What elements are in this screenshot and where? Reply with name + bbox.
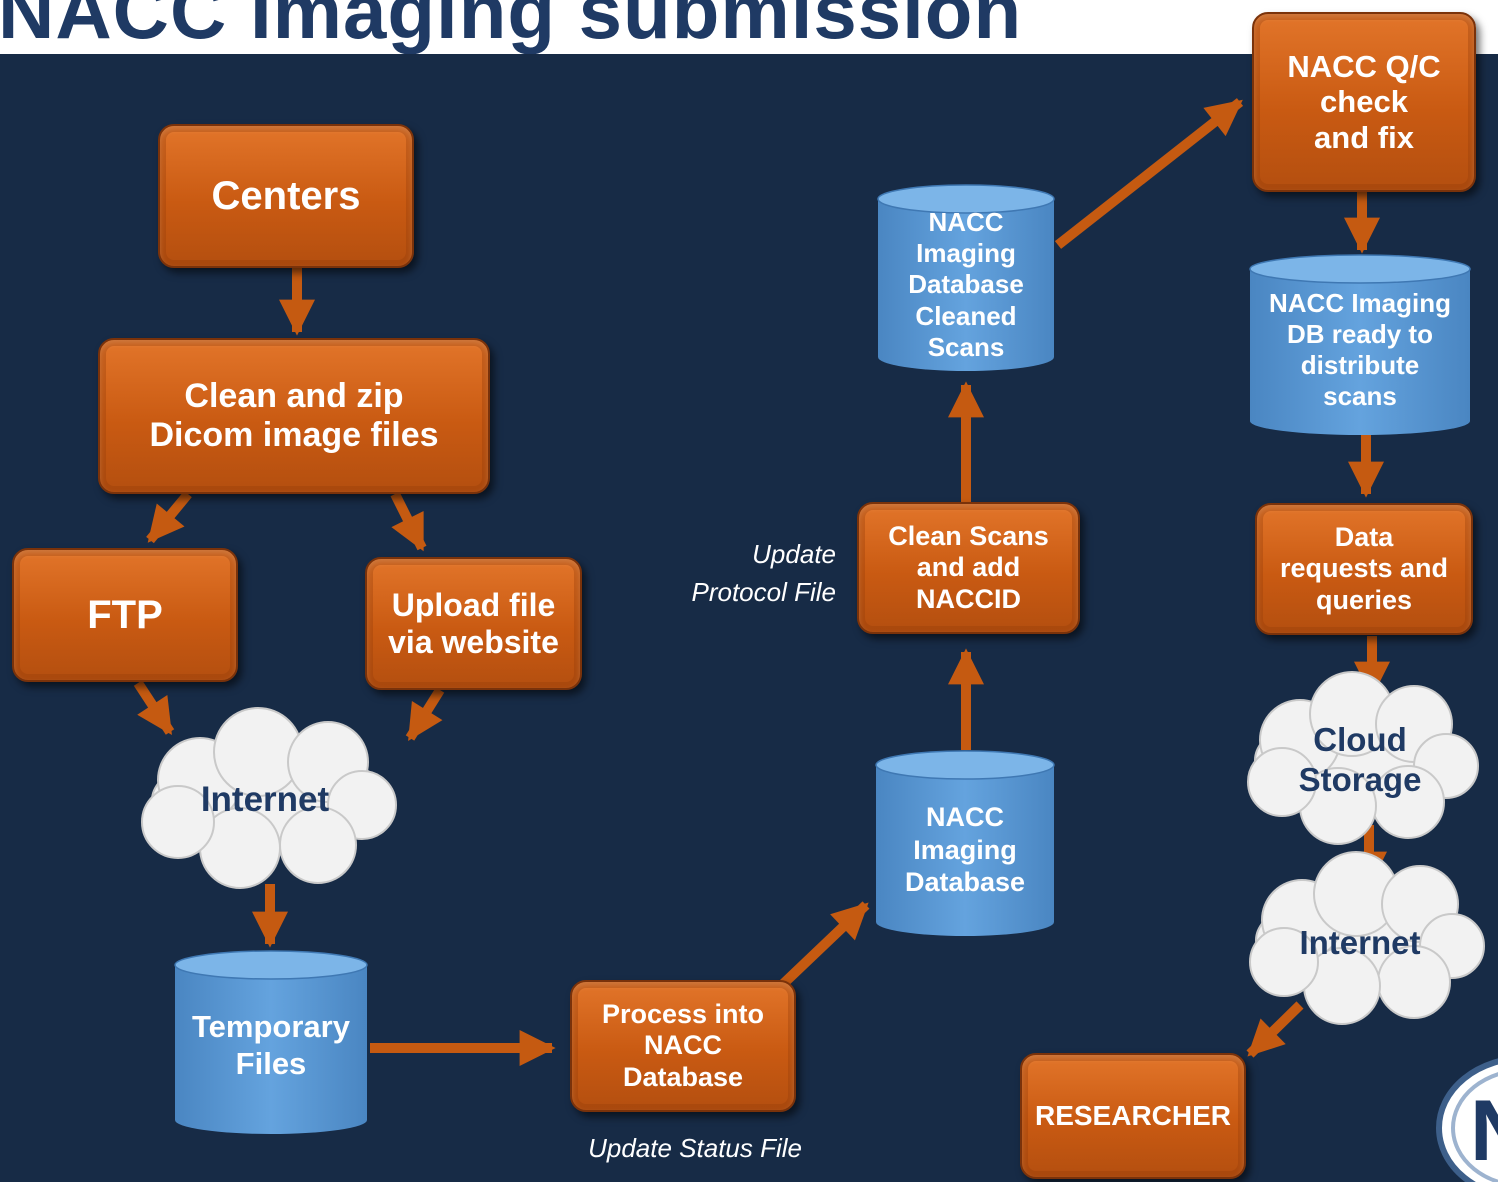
box-clean-scans: Clean Scans and add NACCID (857, 502, 1080, 634)
box-upload-file: Upload file via website (365, 557, 582, 690)
cylinder-temporary-files (174, 950, 368, 1134)
db-ready-to-distribute: NACC Imaging DB ready to distribute scan… (1269, 287, 1451, 412)
cloud-label-storage: Cloud Storage (1298, 721, 1422, 798)
arrow-clean-to-upload (390, 491, 427, 552)
arrow-internet-to-researcher (1246, 1001, 1304, 1058)
arrow-ftp-to-internet (133, 680, 175, 736)
box-researcher: RESEARCHER (1020, 1053, 1246, 1179)
box-data-requests: Data requests and queries (1255, 503, 1473, 635)
logo-letter: N (1470, 1083, 1498, 1179)
cloud-label-internet-left: Internet (200, 780, 330, 819)
arrow-cleaned-to-qc (1054, 98, 1244, 249)
box-process-into-database: Process into NACC Database (570, 980, 796, 1112)
arrow-process-to-db (778, 901, 870, 989)
note-update-protocol: Update Protocol File (691, 539, 837, 607)
cloud-internet-right (1249, 851, 1485, 1025)
box-clean-and-zip: Clean and zip Dicom image files (98, 338, 490, 494)
box-ftp: FTP (12, 548, 238, 682)
cloud-internet-left (141, 707, 397, 889)
db-temporary-files: Temporary Files (192, 1008, 350, 1081)
cloud-label-internet-right: Internet (1299, 923, 1421, 961)
box-qc-check: NACC Q/C check and fix (1252, 12, 1476, 192)
cylinder-cleaned-scans (877, 184, 1055, 371)
arrow-clean-to-ftp (146, 490, 192, 544)
db-cleaned-scans: NACC Imaging Database Cleaned Scans (908, 207, 1024, 362)
db-nacc-imaging: NACC Imaging Database (904, 802, 1026, 898)
cylinder-ready-to-distribute (1249, 254, 1471, 435)
arrow-upload-to-internet (405, 687, 445, 742)
page-title: NACC Imaging submission (0, 0, 1023, 54)
box-centers: Centers (158, 124, 414, 268)
note-update-status: Update Status File (588, 1133, 802, 1163)
title-bar: NACC Imaging submission (0, 0, 1498, 54)
cloud-storage (1247, 671, 1479, 845)
cylinder-nacc-imaging-database (875, 750, 1055, 936)
nacc-logo: N (1436, 1058, 1498, 1182)
